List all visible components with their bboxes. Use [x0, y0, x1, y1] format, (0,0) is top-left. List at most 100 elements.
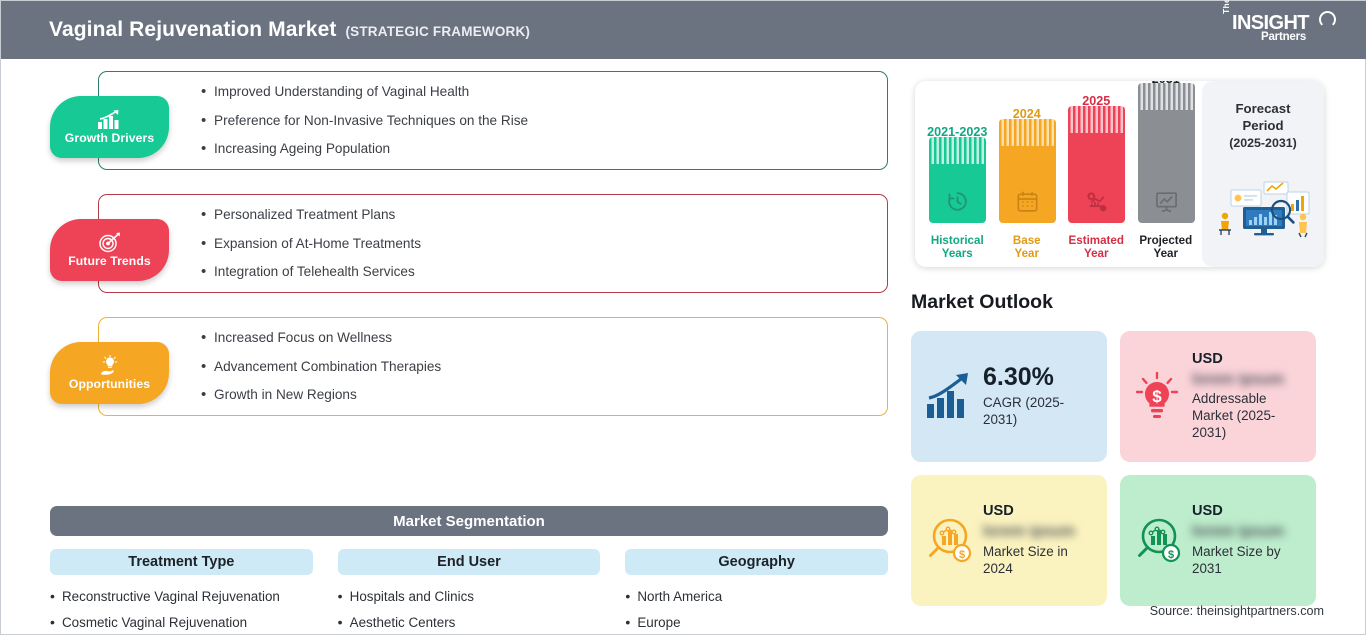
- badge-growth-drivers[interactable]: Growth Drivers: [50, 96, 169, 158]
- bar-year-label: 2021-2023: [927, 125, 988, 139]
- bar-year-label: 2025: [1082, 94, 1111, 108]
- cagr-label: CAGR (2025-2031): [983, 394, 1065, 427]
- badge-label: Opportunities: [68, 377, 151, 391]
- segment-title: Treatment Type: [50, 549, 313, 575]
- list-item: North America: [625, 589, 888, 603]
- growth-drivers-list: Improved Understanding of Vaginal Health…: [201, 84, 887, 156]
- card-body: USD lorem ipsum Market Size by 2031: [1192, 503, 1304, 577]
- opportunities-list: Increased Focus on Wellness Advancement …: [201, 330, 887, 402]
- bar-body: [998, 146, 1056, 223]
- segmentation-column-end-user: End User Hospitals and Clinics Aesthetic…: [337, 549, 601, 635]
- bar-year-label: 2024: [1012, 107, 1041, 121]
- bar-stripe: [998, 119, 1056, 146]
- market-outlook-title: Market Outlook: [911, 291, 1053, 313]
- card-cagr[interactable]: 6.30% CAGR (2025-2031): [911, 331, 1107, 462]
- card-body: USD lorem ipsum Addressable Market (2025…: [1192, 351, 1304, 442]
- segmentation-column-geography: Geography North America Europe Asia-Paci…: [625, 549, 889, 635]
- forecast-range: (2025-2031): [1229, 136, 1297, 151]
- timeline-bar-estimated: 2025: [1068, 81, 1125, 267]
- header-title-group: Vaginal Rejuvenation Market (STRATEGIC F…: [49, 18, 530, 42]
- magnifier-chart-dollar-icon: $: [923, 515, 973, 567]
- source-attribution: Source: theinsightpartners.com: [1149, 604, 1324, 618]
- list-item: Personalized Treatment Plans: [201, 207, 887, 222]
- card-label: Addressable Market (2025-2031): [1192, 391, 1276, 441]
- logo-ring-icon: [1319, 11, 1336, 28]
- forecast-gear-icon: [1084, 189, 1109, 214]
- market-outlook-cards: 6.30% CAGR (2025-2031) $: [911, 331, 1323, 606]
- analytics-dashboard-illustration: [1209, 176, 1317, 238]
- logo-the-text: The: [1221, 0, 1231, 14]
- segment-title: End User: [337, 549, 601, 575]
- cagr-value: 6.30%: [983, 363, 1054, 392]
- bar-shape: [998, 119, 1056, 223]
- redacted-value: lorem ipsum: [1192, 370, 1285, 388]
- list-item: Advancement Combination Therapies: [201, 359, 887, 374]
- bar-stripe: [1068, 106, 1125, 133]
- dollar-bulb-icon: $: [1132, 371, 1182, 423]
- card-market-size-2031[interactable]: $ USD lorem ipsum Market Size by 2031: [1120, 475, 1316, 606]
- timeline-bar-base: 2024: [998, 81, 1056, 267]
- timeline-bar-historical: 2021-2023: [927, 81, 988, 267]
- list-item: Europe: [625, 615, 888, 629]
- svg-text:$: $: [959, 549, 965, 561]
- list-item: Growth in New Regions: [201, 387, 887, 402]
- logo-partners-text: Partners: [1261, 31, 1307, 43]
- market-segmentation-header: Market Segmentation: [50, 506, 888, 536]
- bar-shape: [1137, 83, 1195, 223]
- market-timeline-chart: 2021-2023: [915, 81, 1324, 267]
- growth-chart-icon: [97, 109, 123, 130]
- list-item: Expansion of At-Home Treatments: [201, 236, 887, 251]
- list-item: Reconstructive Vaginal Rejuvenation: [50, 589, 313, 603]
- segment-list: Hospitals and Clinics Aesthetic Centers: [338, 589, 601, 630]
- presentation-screen-icon: [1154, 189, 1179, 214]
- bar-chart-arrow-icon: [923, 371, 973, 423]
- segment-list: Reconstructive Vaginal Rejuvenation Cosm…: [50, 589, 313, 630]
- future-trends-list: Personalized Treatment Plans Expansion o…: [201, 207, 887, 279]
- svg-text:$: $: [1168, 549, 1174, 561]
- card-addressable-market[interactable]: $ USD lorem ipsum Addressable Market (20…: [1120, 331, 1316, 462]
- segmentation-columns: Treatment Type Reconstructive Vaginal Re…: [50, 549, 889, 635]
- future-trends-panel: Personalized Treatment Plans Expansion o…: [98, 194, 888, 293]
- bar-shape: [929, 137, 986, 223]
- bar-body: [929, 164, 986, 223]
- redacted-value: lorem ipsum: [1192, 523, 1285, 541]
- timeline-bars: 2021-2023: [915, 81, 1202, 267]
- badge-future-trends[interactable]: Future Trends: [50, 219, 169, 281]
- card-market-size-2024[interactable]: $ USD lorem ipsum Market Size in 2024: [911, 475, 1107, 606]
- currency-label: USD: [983, 503, 1014, 520]
- forecast-line1: Forecast: [1235, 101, 1291, 116]
- segment-list: North America Europe Asia-Pacific: [625, 589, 888, 635]
- list-item: Aesthetic Centers: [338, 615, 601, 629]
- segmentation-column-treatment-type: Treatment Type Reconstructive Vaginal Re…: [50, 549, 313, 635]
- list-item: Integration of Telehealth Services: [201, 264, 887, 279]
- bar-body: [1137, 110, 1195, 223]
- currency-label: USD: [1192, 503, 1223, 520]
- forecast-title: Forecast Period: [1236, 100, 1291, 134]
- card-body: 6.30% CAGR (2025-2031): [983, 364, 1095, 428]
- svg-text:$: $: [1152, 387, 1162, 406]
- bar-body: [1068, 133, 1125, 223]
- list-item: Cosmetic Vaginal Rejuvenation: [50, 615, 313, 629]
- forecast-period-panel: Forecast Period (2025-2031): [1202, 81, 1324, 267]
- page-subtitle: (STRATEGIC FRAMEWORK): [345, 24, 531, 39]
- calendar-icon: [1015, 189, 1040, 214]
- list-item: Increasing Ageing Population: [201, 141, 887, 156]
- card-label: Market Size in 2024: [983, 543, 1068, 576]
- list-item: Preference for Non-Invasive Techniques o…: [201, 113, 887, 128]
- list-item: Increased Focus on Wellness: [201, 330, 887, 345]
- redacted-value: lorem ipsum: [983, 523, 1076, 541]
- list-item: Improved Understanding of Vaginal Health: [201, 84, 887, 99]
- bar-stripe: [929, 137, 986, 164]
- magnifier-chart-dollar-icon: $: [1132, 515, 1182, 567]
- market-segmentation-title: Market Segmentation: [393, 512, 545, 530]
- card-body: USD lorem ipsum Market Size in 2024: [983, 503, 1095, 577]
- page-title: Vaginal Rejuvenation Market: [49, 18, 337, 41]
- target-dart-icon: [97, 232, 123, 253]
- badge-opportunities[interactable]: Opportunities: [50, 342, 169, 404]
- badge-label: Growth Drivers: [64, 131, 155, 145]
